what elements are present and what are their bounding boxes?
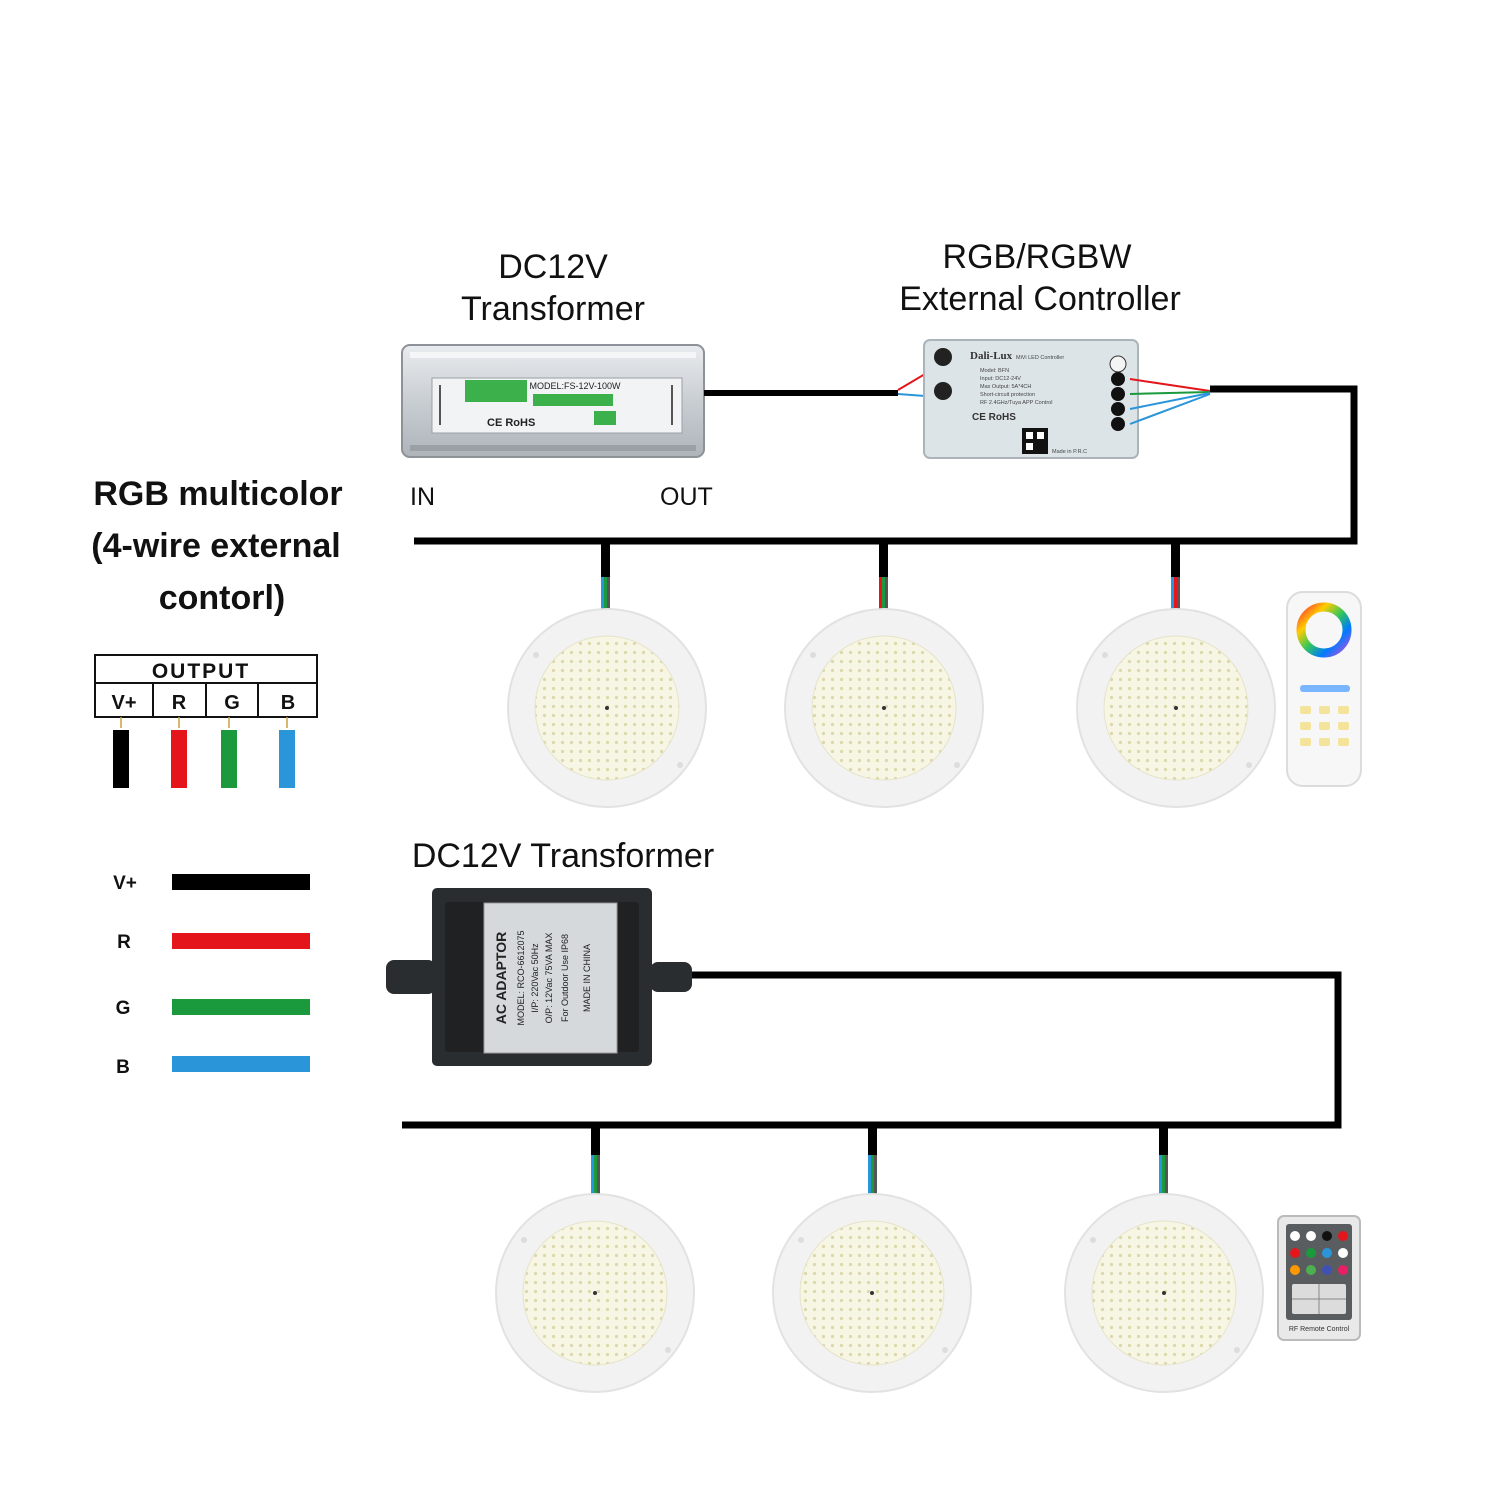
controller-spec-0: MiVi LED Controller bbox=[1016, 355, 1064, 361]
legend: RGB multicolor (4-wire external contorl)… bbox=[91, 475, 342, 1078]
output-col-g: G bbox=[224, 692, 240, 714]
bottom-lamp-drops bbox=[591, 1125, 1168, 1195]
ac-adaptor-transformer: AC ADAPTOR MODEL: RCO-6612075 I/P: 220Va… bbox=[386, 888, 692, 1066]
adaptor-line-5: MADE IN CHINA bbox=[582, 944, 592, 1012]
controller-marks: CE RoHS bbox=[972, 412, 1016, 423]
controller-title-line1: RGB/RGBW bbox=[943, 238, 1132, 276]
top-transformer-title-line2: Transformer bbox=[461, 290, 645, 328]
pool-lamp bbox=[772, 1193, 972, 1393]
output-col-vplus: V+ bbox=[111, 692, 136, 714]
adaptor-line-3: O/P: 12Vac 75VA MAX bbox=[544, 933, 554, 1024]
controller-spec-1: Model: BFN bbox=[980, 368, 1009, 374]
pool-lamp bbox=[1064, 1193, 1264, 1393]
adaptor-line-1: MODEL: RCO-6612075 bbox=[516, 930, 526, 1025]
controller-spec-4: Short-circuit protection bbox=[980, 392, 1035, 398]
svg-text:CE RoHS: CE RoHS bbox=[487, 417, 535, 429]
controller-spec-3: Max Output: 5A*4CH bbox=[980, 384, 1031, 390]
legend-wire-label-g: G bbox=[116, 998, 131, 1019]
rgb-touch-remote-icon bbox=[1286, 591, 1362, 787]
pool-lamp bbox=[507, 608, 707, 808]
legend-wire-g bbox=[172, 999, 310, 1015]
top-system: DC12V Transformer RGB/RGBW External Cont… bbox=[401, 238, 1362, 808]
output-table-title: OUTPUT bbox=[152, 660, 250, 683]
output-col-b: B bbox=[281, 692, 295, 714]
legend-wire-b bbox=[172, 1056, 310, 1072]
pool-lamp bbox=[495, 1193, 695, 1393]
top-lamp-drops bbox=[601, 541, 1180, 609]
pool-lamp bbox=[1076, 608, 1276, 808]
controller-spec-2: Input: DC12-24V bbox=[980, 376, 1021, 382]
legend-wire-label-vplus: V+ bbox=[113, 873, 137, 894]
rgb-controller: Dali-Lux MiVi LED Controller Model: BFN … bbox=[923, 339, 1139, 459]
legend-wire-vplus bbox=[172, 874, 310, 890]
top-transformer-title-line1: DC12V bbox=[498, 248, 608, 286]
legend-heading-line3: contorl) bbox=[159, 579, 286, 617]
bottom-transformer-title: DC12V Transformer bbox=[412, 837, 714, 875]
transformer-out-label: OUT bbox=[660, 483, 713, 511]
legend-wire-label-b: B bbox=[116, 1057, 130, 1078]
controller-spec-6: Made in P.R.C bbox=[1052, 449, 1087, 455]
legend-heading-line1: RGB multicolor bbox=[93, 475, 342, 513]
output-col-r: R bbox=[172, 692, 187, 714]
output-wire-stubs bbox=[113, 717, 295, 788]
legend-heading-line2: (4-wire external bbox=[91, 527, 340, 565]
controller-brand: Dali-Lux bbox=[970, 350, 1013, 362]
legend-wire-label-r: R bbox=[117, 932, 131, 953]
transformer-in-label: IN bbox=[410, 483, 435, 511]
aluminium-transformer: MODEL:FS-12V-100W CE RoHS bbox=[401, 344, 705, 458]
adaptor-line-0: AC ADAPTOR bbox=[493, 932, 509, 1025]
controller-spec-5: RF 2.4GHz/Tuya APP Control bbox=[980, 400, 1052, 406]
rf-remote-label: RF Remote Control bbox=[1289, 1326, 1350, 1333]
transformer-model-label: MODEL:FS-12V-100W bbox=[529, 381, 621, 391]
bottom-system: DC12V Transformer AC ADAPTOR MODEL: RCO-… bbox=[386, 837, 1361, 1393]
pool-lamp bbox=[784, 608, 984, 808]
controller-title-line2: External Controller bbox=[899, 280, 1181, 318]
output-table: OUTPUT V+ R G B bbox=[94, 654, 318, 718]
wire-color-legend: V+ R G B bbox=[113, 873, 310, 1078]
rf-remote-icon: RF Remote Control bbox=[1277, 1215, 1361, 1341]
legend-wire-r bbox=[172, 933, 310, 949]
adaptor-line-2: I/P: 220Vac 50Hz bbox=[530, 943, 540, 1013]
adaptor-line-4: For Outdoor Use IP68 bbox=[560, 934, 570, 1022]
